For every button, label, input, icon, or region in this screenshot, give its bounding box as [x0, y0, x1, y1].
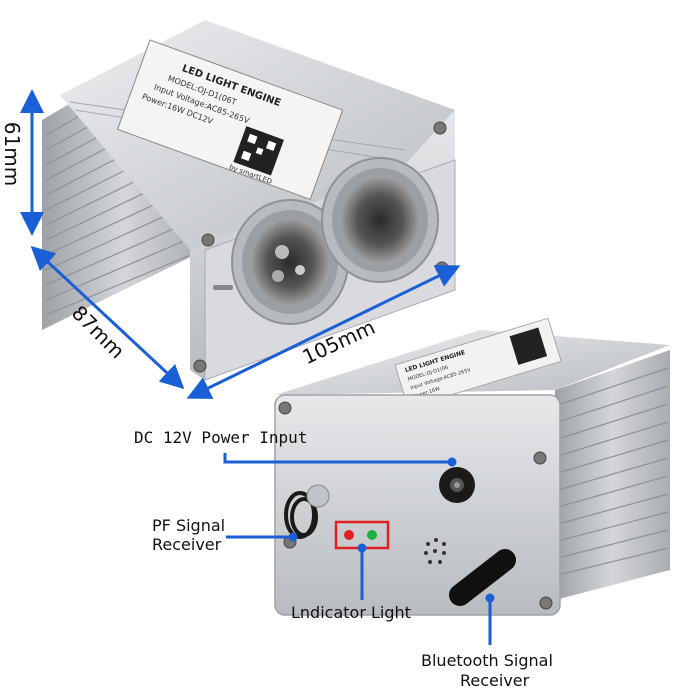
pf-signal-label-line1: PF Signal — [152, 516, 226, 535]
bottom-device-label: LED LIGHT ENGINE MODEL:OJ-D1(06 Input Vo… — [394, 317, 562, 409]
width-arrow — [186, 265, 461, 399]
pf-antenna-icon — [284, 491, 318, 539]
callout-lines — [223, 453, 495, 645]
screw-icon — [533, 451, 547, 465]
speaker-grille-icon — [424, 538, 446, 564]
dc-jack-icon — [439, 467, 475, 503]
top-device-label: LED LIGHT ENGINE MODEL:OJ-D1(06T Input V… — [116, 39, 344, 201]
bottom-device: LED LIGHT ENGINE MODEL:OJ-D1(06 Input Vo… — [274, 317, 670, 616]
bluetooth-antenna-icon — [449, 549, 516, 606]
dc-callout-line — [223, 453, 450, 464]
screw-icon — [433, 121, 447, 135]
screw-icon — [193, 359, 207, 373]
bottom-qr-code-icon — [509, 327, 548, 365]
depth-arrow — [30, 245, 185, 390]
bluetooth-label-line1: Bluetooth Signal — [421, 651, 553, 670]
dimension-arrows — [20, 89, 461, 399]
dc-power-input-label: DC 12V Power Input — [134, 428, 308, 447]
pf-connector-icon — [306, 484, 330, 508]
bluetooth-label-line2: Receiver — [460, 671, 530, 690]
red-led-icon — [344, 530, 354, 540]
green-led-icon — [367, 530, 377, 540]
screw-icon — [539, 596, 553, 610]
screw-icon — [201, 233, 215, 247]
indicator-light-label: Lndicator Light — [291, 603, 411, 622]
top-fiber-port-right — [321, 157, 439, 283]
bottom-device-side — [555, 350, 670, 600]
screw-icon — [278, 401, 292, 415]
height-dimension-label: 61mm — [0, 121, 25, 187]
pf-signal-label-line2: Receiver — [152, 535, 222, 554]
